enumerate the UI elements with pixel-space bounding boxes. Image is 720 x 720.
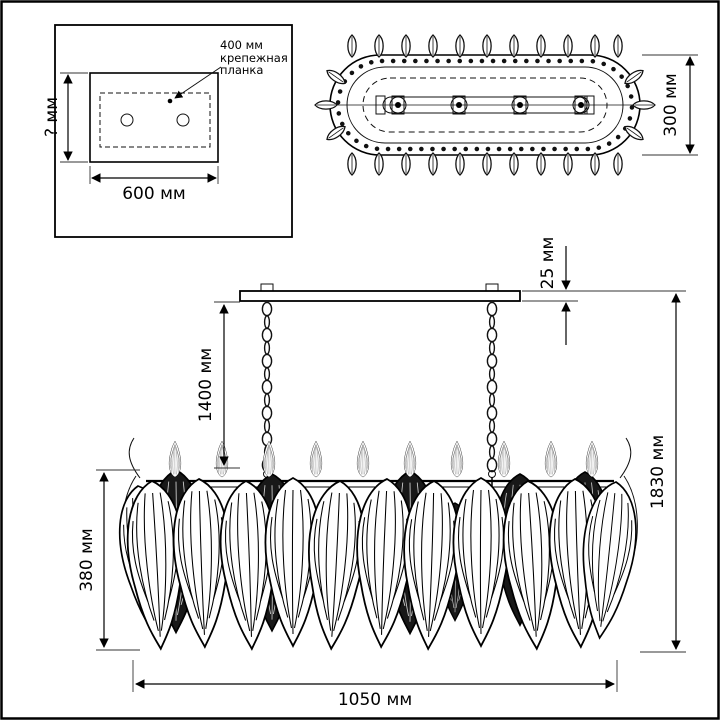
leaf	[455, 152, 465, 176]
front-leaves	[111, 477, 643, 652]
leaf	[428, 152, 438, 176]
mount-name-line1: крепежная	[220, 51, 288, 65]
rim-up-leaves	[168, 440, 599, 478]
dim-shade-height: 380 мм	[77, 469, 140, 651]
suspension-length-label: 1400 мм	[196, 348, 216, 422]
lamp-sockets	[389, 95, 590, 115]
leaf	[428, 34, 438, 58]
ceiling-canopy	[239, 290, 521, 302]
leaf	[314, 100, 338, 110]
leaf	[401, 152, 411, 176]
leaf	[632, 100, 656, 110]
end-curl-right-up	[619, 437, 632, 479]
mount-height-label: ? мм	[42, 97, 62, 137]
leaf	[482, 34, 492, 58]
leaf	[509, 152, 519, 176]
top-view: 300 мм	[314, 34, 698, 176]
leaf	[563, 34, 573, 58]
leaf	[401, 34, 411, 58]
leaf	[309, 440, 323, 478]
lamp-bar-end-right	[584, 95, 595, 115]
total-width-label: 1050 мм	[338, 690, 412, 710]
mount-width-label: 600 мм	[122, 184, 186, 204]
leaf	[450, 440, 464, 478]
leaf	[347, 152, 357, 176]
wall-mount-view: 400 мм крепежная планка ? мм 600 мм	[42, 24, 293, 238]
leaf	[374, 152, 384, 176]
mount-hole-right	[176, 113, 190, 127]
dim-suspension-length: 1400 мм	[196, 301, 240, 469]
leaf	[452, 477, 510, 647]
canopy-mount-left	[260, 283, 274, 292]
total-height-label: 1830 мм	[648, 435, 668, 509]
shade-height-label: 380 мм	[77, 528, 97, 592]
chain-right	[486, 301, 498, 492]
lamp-bar-end-left	[375, 95, 386, 115]
leaf	[590, 152, 600, 176]
dim-total-height: 1830 мм	[522, 290, 686, 653]
callout-arrow	[174, 66, 222, 99]
dim-total-width: 1050 мм	[132, 660, 618, 710]
dim-mount-height: ? мм	[42, 72, 88, 163]
leaf	[403, 440, 417, 478]
mount-plate	[89, 72, 219, 163]
leaf	[613, 152, 623, 176]
leaf	[536, 34, 546, 58]
leaf	[585, 440, 599, 478]
leaf	[482, 152, 492, 176]
dim-top-view-depth: 300 мм	[642, 54, 698, 156]
front-view	[111, 283, 643, 652]
mount-hole-left	[120, 113, 134, 127]
callout-dot	[167, 98, 173, 104]
leaf	[347, 34, 357, 58]
top-view-depth-label: 300 мм	[661, 73, 681, 137]
leaf	[613, 34, 623, 58]
leaf	[544, 440, 558, 478]
mount-hole-width-label: 400 мм	[220, 38, 263, 52]
mount-name-line2: планка	[220, 63, 263, 77]
top-view-detail-ring	[362, 77, 608, 133]
dim-mount-width: 600 мм	[89, 166, 219, 204]
canopy-mount-right	[485, 283, 499, 292]
mount-bracket-dashed	[99, 92, 211, 148]
leaf	[168, 440, 182, 478]
canopy-height-label: 25 мм	[538, 237, 558, 290]
top-view-inner-ring	[346, 66, 624, 144]
leaf	[509, 34, 519, 58]
leaf	[536, 152, 546, 176]
leaf	[497, 440, 511, 478]
leaf	[215, 440, 229, 478]
end-curl-left-up	[128, 437, 141, 479]
leaf	[356, 440, 370, 478]
leaf	[590, 34, 600, 58]
leaf	[455, 34, 465, 58]
leaf	[563, 152, 573, 176]
leaf	[374, 34, 384, 58]
